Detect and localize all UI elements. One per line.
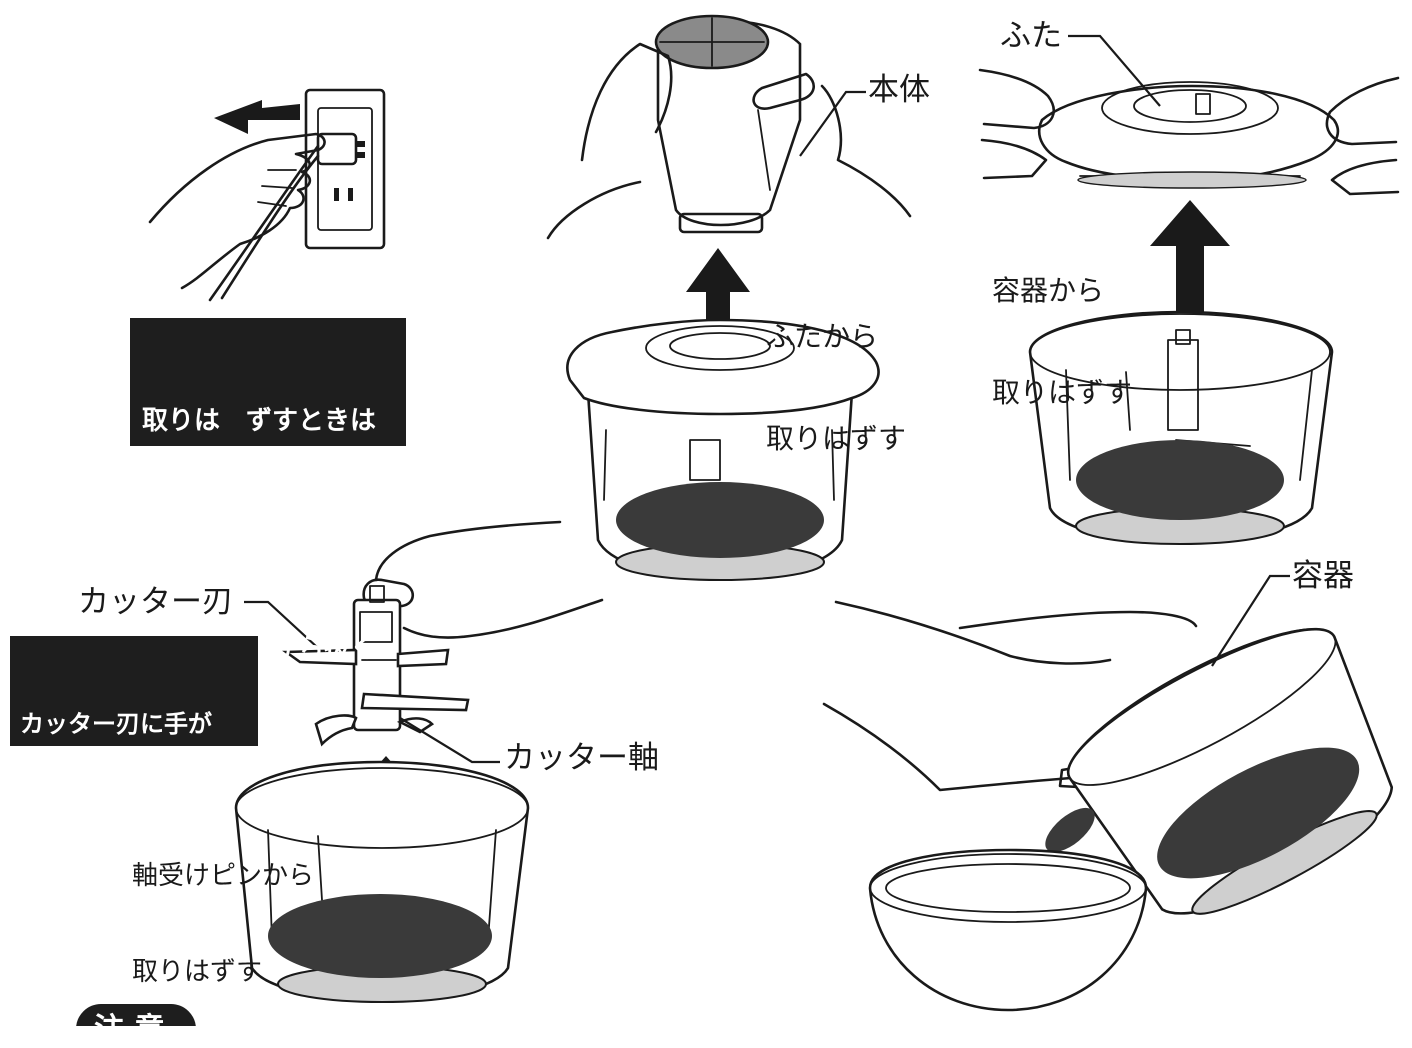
- body-label: 本体: [868, 72, 930, 108]
- unplug-notice-line-1: 取りは ずすときは: [142, 402, 406, 440]
- beans-center: [616, 482, 824, 558]
- remove-cutter-action: 軸受けピンから 取りはずす: [132, 796, 314, 1020]
- container-label: 容器: [1292, 558, 1354, 594]
- remove-body-action: ふたから 取りはずす: [766, 252, 906, 490]
- motor-body: [656, 16, 800, 232]
- remove-body-action-line-2: 取りはずす: [766, 422, 906, 456]
- remove-body-action-line-1: ふたから: [766, 320, 906, 354]
- remove-cutter-action-line-2: 取りはずす: [132, 956, 314, 988]
- remove-cutter-action-line-1: 軸受けピンから: [132, 860, 314, 892]
- serving-bowl: [870, 850, 1146, 1010]
- remove-lid-action-line-1: 容器から: [992, 274, 1132, 308]
- remove-lid-action-line-2: 取りはずす: [992, 376, 1132, 410]
- cutter-warning-box: カッター刃に手が 触れないように 十分注意する: [10, 636, 258, 746]
- unplug-notice-box: 取りは ずすときは 必ず電源プラグを コンセントから抜く: [130, 318, 406, 446]
- unplug-illustration: [150, 90, 384, 300]
- unplug-notice-line-2: 必ず電源プラグを: [142, 516, 406, 554]
- lifting-arrow-right: [1150, 200, 1230, 314]
- cutter-warning-line-1: カッター刃に手が: [20, 708, 258, 741]
- lid-label: ふた: [1000, 18, 1062, 54]
- cutter-shaft-label: カッター軸: [504, 740, 659, 776]
- pour-out-illustration: [824, 602, 1412, 1010]
- power-plug: [210, 134, 365, 300]
- wall-outlet: [306, 90, 384, 248]
- caution-label: 注 意: [94, 1012, 164, 1048]
- cutter-blade-label: カッター刃: [78, 584, 233, 620]
- lifted-lid: [1039, 82, 1338, 188]
- remove-lid-action: 容器から 取りはずす: [992, 206, 1132, 444]
- hand-pulling-plug: [150, 134, 325, 288]
- pull-direction-arrow: [214, 100, 300, 134]
